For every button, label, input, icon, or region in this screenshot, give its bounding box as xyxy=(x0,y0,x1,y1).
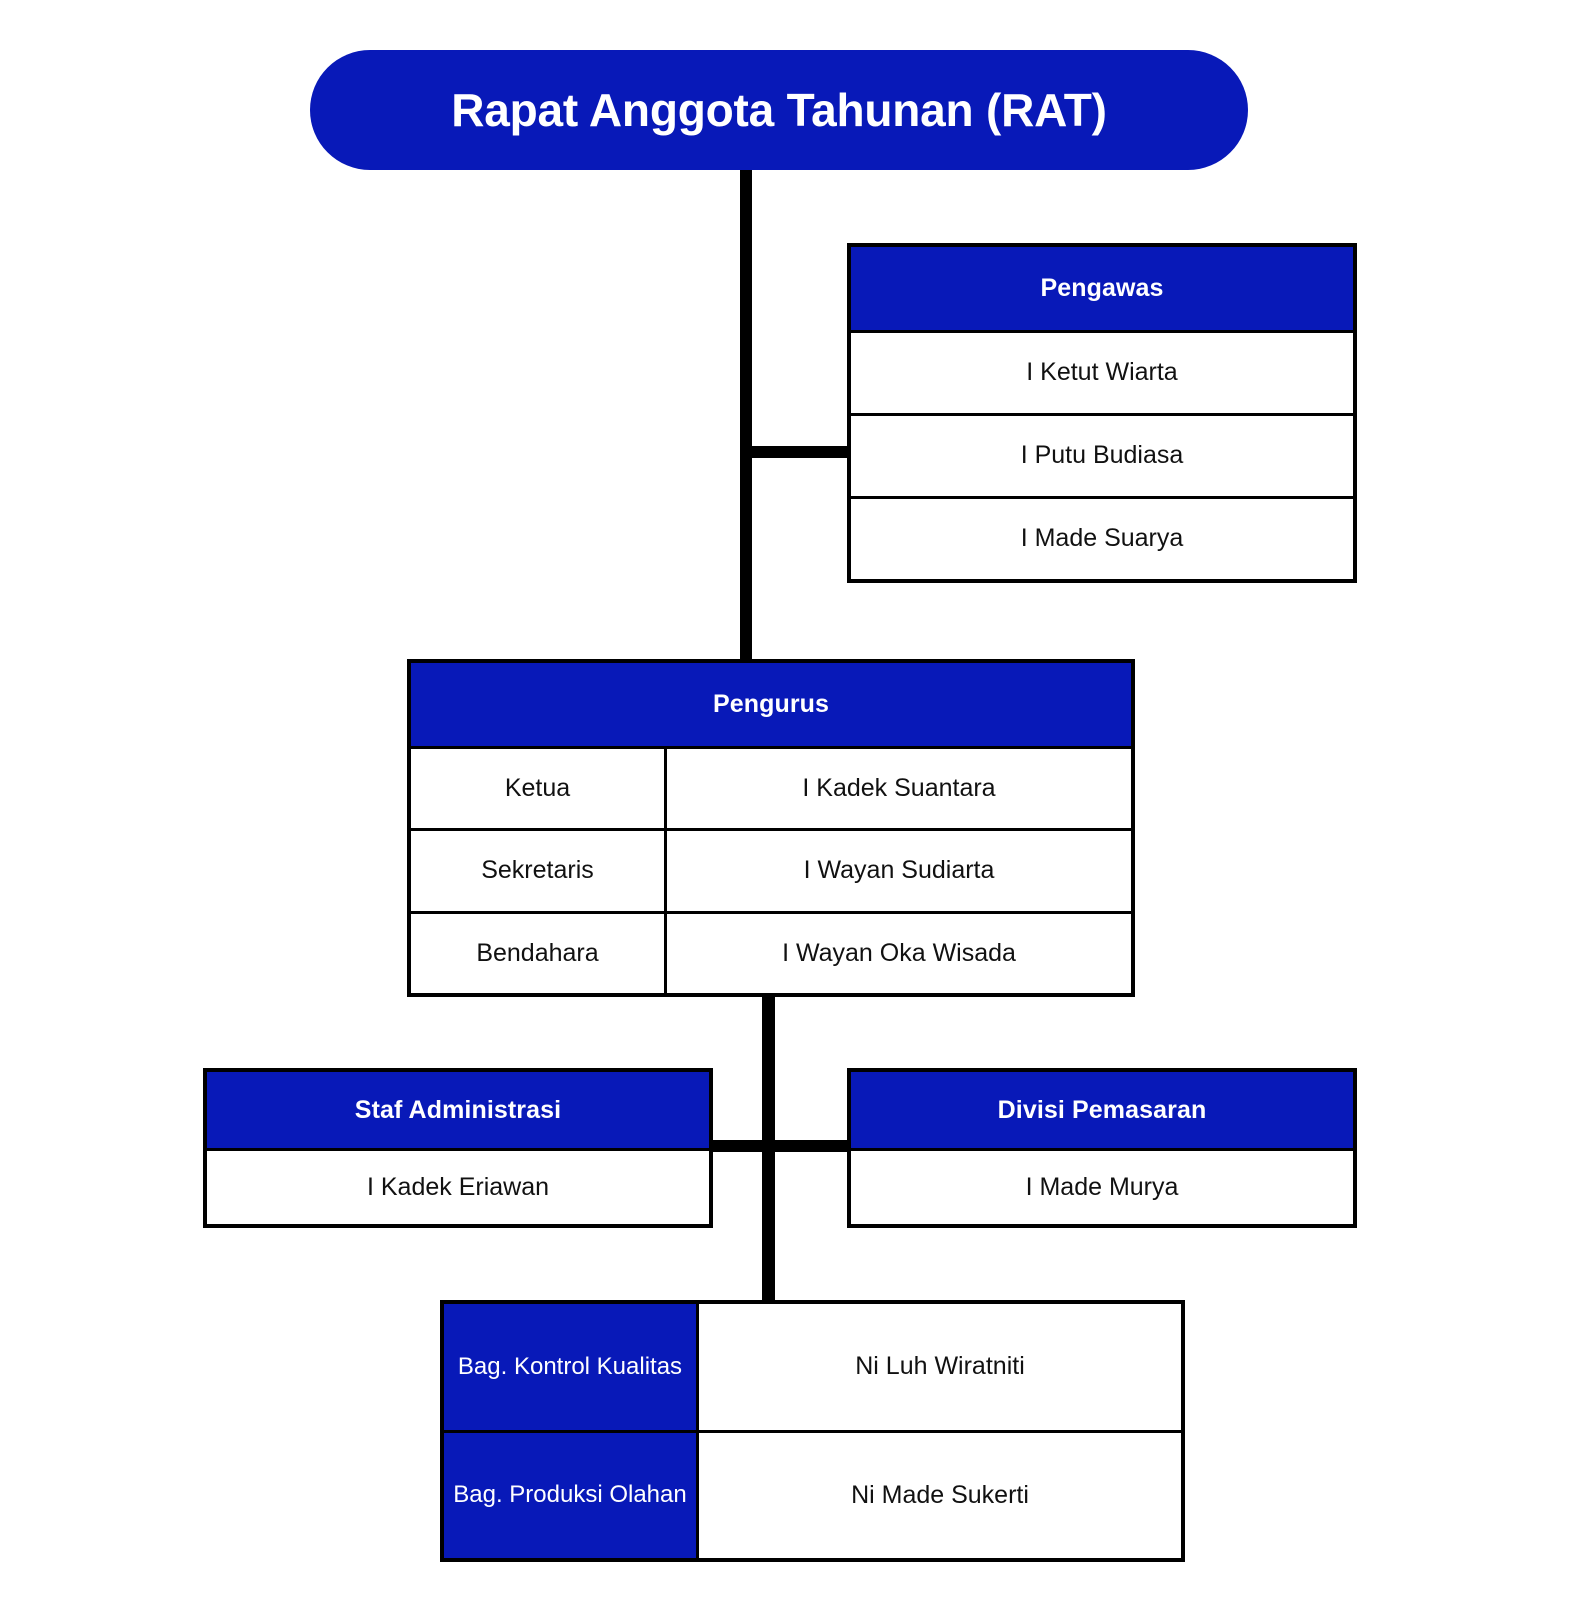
pengurus-role-2: Sekretaris xyxy=(411,831,667,911)
node-divisi-pemasaran-header: Divisi Pemasaran xyxy=(851,1072,1353,1148)
pengurus-name-2: I Wayan Sudiarta xyxy=(803,856,995,885)
bagian-name-2: Ni Made Sukerti xyxy=(851,1480,1029,1509)
bagian-role-1: Bag. Kontrol Kualitas xyxy=(444,1304,699,1430)
table-row: Bag. Kontrol Kualitas Ni Luh Wiratniti xyxy=(444,1304,1181,1430)
node-pengurus-header: Pengurus xyxy=(411,663,1131,746)
node-staf-administrasi-header: Staf Administrasi xyxy=(207,1072,709,1148)
connector-pengurus-crossbar xyxy=(706,1140,852,1152)
node-staf-administrasi[interactable]: Staf Administrasi I Kadek Eriawan xyxy=(203,1068,713,1228)
node-divisi-pemasaran[interactable]: Divisi Pemasaran I Made Murya xyxy=(847,1068,1357,1228)
pengurus-name-3: I Wayan Oka Wisada xyxy=(782,938,1016,967)
pengurus-role-1: Ketua xyxy=(411,749,667,829)
staf-administrasi-member-1: I Kadek Eriawan xyxy=(366,1172,550,1201)
node-rapat-anggota-tahunan-label: Rapat Anggota Tahunan (RAT) xyxy=(451,84,1107,136)
table-row: I Putu Budiasa xyxy=(851,413,1353,496)
node-pengawas-header: Pengawas xyxy=(851,247,1353,330)
pengawas-member-2: I Putu Budiasa xyxy=(1020,441,1184,470)
node-pengawas[interactable]: Pengawas I Ketut Wiarta I Putu Budiasa I… xyxy=(847,243,1357,583)
bagian-role-2: Bag. Produksi Olahan xyxy=(444,1432,699,1558)
bagian-name-1: Ni Luh Wiratniti xyxy=(855,1352,1025,1381)
node-pengurus[interactable]: Pengurus Ketua I Kadek Suantara Sekretar… xyxy=(407,659,1135,997)
pengawas-member-3: I Made Suarya xyxy=(1020,524,1184,553)
connector-rat-trunk xyxy=(740,166,752,663)
table-row: Ketua I Kadek Suantara xyxy=(411,746,1131,829)
table-row: Sekretaris I Wayan Sudiarta xyxy=(411,828,1131,911)
pengurus-role-3: Bendahara xyxy=(411,913,667,993)
table-row: Bag. Produksi Olahan Ni Made Sukerti xyxy=(444,1429,1181,1558)
table-row: I Made Murya xyxy=(851,1148,1353,1224)
node-bagian-group[interactable]: Bag. Kontrol Kualitas Ni Luh Wiratniti B… xyxy=(440,1300,1185,1562)
divisi-pemasaran-member-1: I Made Murya xyxy=(1025,1172,1179,1201)
connector-rat-to-pengawas xyxy=(740,446,852,458)
table-row: I Kadek Eriawan xyxy=(207,1148,709,1224)
node-rapat-anggota-tahunan[interactable]: Rapat Anggota Tahunan (RAT) xyxy=(310,50,1248,170)
table-row: I Made Suarya xyxy=(851,496,1353,579)
table-row: Bendahara I Wayan Oka Wisada xyxy=(411,910,1131,993)
pengawas-member-1: I Ketut Wiarta xyxy=(1026,358,1178,387)
table-row: I Ketut Wiarta xyxy=(851,330,1353,413)
pengurus-name-1: I Kadek Suantara xyxy=(802,774,996,803)
